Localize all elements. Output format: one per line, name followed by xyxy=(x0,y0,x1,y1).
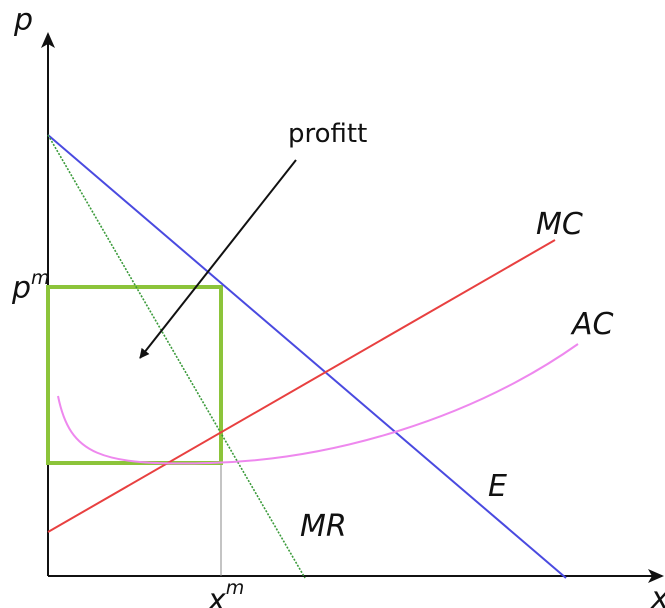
marginal-cost-curve xyxy=(47,239,556,533)
demand-curve xyxy=(47,134,567,579)
demand-label: E xyxy=(488,469,507,504)
average-cost-curve xyxy=(57,343,579,465)
x-axis-label: x xyxy=(650,581,665,608)
quantity-marker-label: xm xyxy=(207,577,244,608)
profit-arrow xyxy=(139,159,297,359)
price-marker-sup: m xyxy=(31,267,50,289)
quantity-marker-sup: m xyxy=(226,577,245,599)
price-marker-label: pm xyxy=(11,267,50,306)
price-marker-base: p xyxy=(11,271,31,306)
mc-label: MC xyxy=(536,207,583,242)
quantity-marker-base: x xyxy=(207,583,226,608)
y-axis-label: p xyxy=(13,3,33,38)
mr-label: MR xyxy=(300,509,347,544)
profit-rectangle xyxy=(46,285,223,465)
ac-label: AC xyxy=(570,307,614,342)
profit-label: profitt xyxy=(288,119,367,149)
marginal-revenue-curve xyxy=(47,134,306,579)
